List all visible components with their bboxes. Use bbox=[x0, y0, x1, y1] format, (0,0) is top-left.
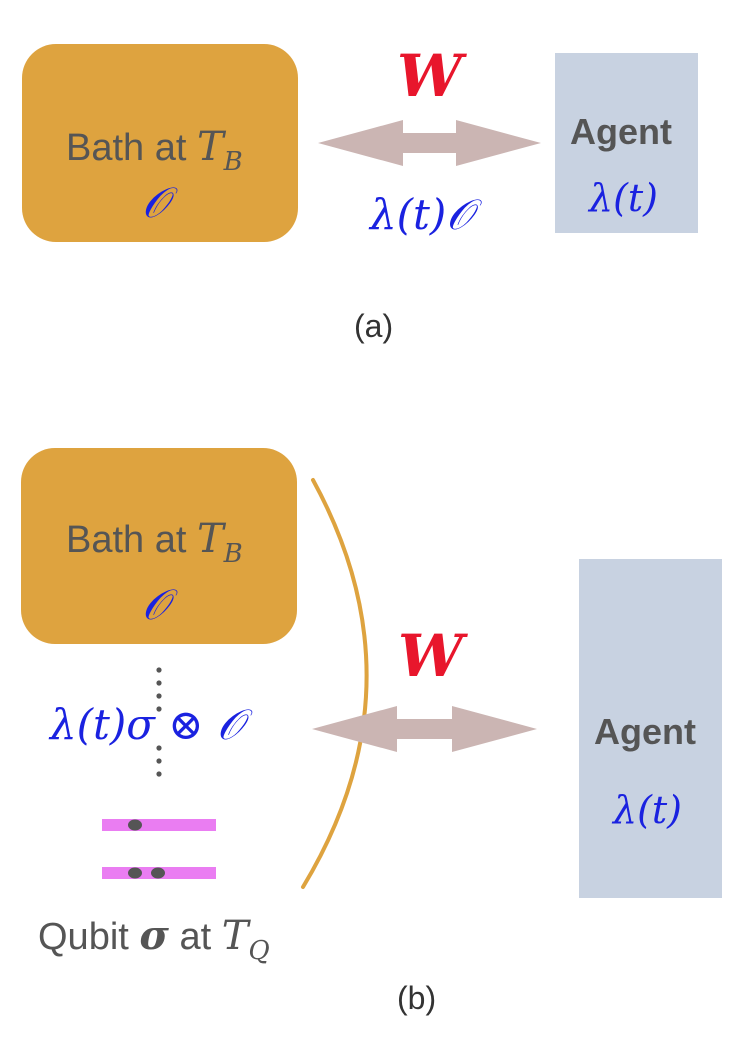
panel-b-qubit-temperature: TQ bbox=[221, 913, 270, 966]
panel-b-caption: (b) bbox=[397, 980, 437, 1016]
panel-a-agent-box bbox=[555, 53, 698, 233]
panel-b-bath-label: Bath at TB bbox=[66, 516, 243, 569]
panel-b-qubit-level-upper bbox=[102, 819, 216, 831]
panel-a-bath-label: Bath at TB bbox=[66, 124, 243, 177]
panel-a-caption: (a) bbox=[354, 308, 394, 344]
panel-b-qubit-temp-subscript: Q bbox=[248, 936, 270, 966]
panel-b-bath-box bbox=[21, 448, 297, 644]
panel-b-dotted-connector bbox=[156, 667, 162, 777]
panel-b-work-label: W bbox=[398, 622, 464, 690]
panel-b-qubit-dot bbox=[128, 867, 142, 879]
panel-a-bath-label-prefix: Bath at bbox=[66, 127, 197, 169]
panel-b-bath-temp-subscript: B bbox=[223, 539, 243, 569]
panel-a-agent-param: λ(t) bbox=[589, 176, 659, 220]
panel-a-bath-temp-symbol: T bbox=[196, 124, 224, 170]
panel-b-bath-label-prefix: Bath at bbox=[66, 519, 197, 561]
panel-a-double-arrow bbox=[318, 120, 541, 166]
panel-b-qubit-temp-symbol: T bbox=[221, 913, 249, 959]
panel-b-bath-operator: 𝒪 bbox=[142, 580, 169, 629]
panel-a-agent-title: Agent bbox=[570, 111, 672, 152]
panel-a-work-label: W bbox=[397, 42, 463, 110]
panel-b-qubit-symbol: σ bbox=[139, 912, 169, 959]
panel-b-double-arrow bbox=[312, 706, 537, 752]
panel-b-agent-box bbox=[579, 559, 722, 898]
panel-a-bath-temp-subscript: B bbox=[223, 147, 243, 177]
panel-a-bath-box bbox=[22, 44, 298, 242]
panel-a-coupling-label: λ(t)𝒪 bbox=[370, 190, 473, 239]
panel-b-agent-title: Agent bbox=[594, 711, 696, 752]
panel-b-agent-param: λ(t) bbox=[613, 788, 683, 832]
panel-b-coupling-label: λ(t)σ ⊗ 𝒪 bbox=[50, 700, 244, 749]
panel-b-qubit-label: Qubit σ at TQ bbox=[38, 912, 270, 966]
panel-a-bath-operator: 𝒪 bbox=[142, 178, 169, 227]
panel-b-qubit-dot bbox=[128, 819, 142, 831]
panel-b-bath-temp-symbol: T bbox=[196, 516, 224, 562]
panel-b-qubit-label-mid: at bbox=[168, 916, 222, 958]
panel-b-qubit-dot bbox=[151, 867, 165, 879]
panel-a-bath-temperature: TB bbox=[196, 124, 243, 177]
panel-b-boundary-arc bbox=[301, 478, 369, 889]
panel-b-qubit-label-prefix: Qubit bbox=[38, 916, 140, 958]
panel-b-bath-temperature: TB bbox=[196, 516, 243, 569]
